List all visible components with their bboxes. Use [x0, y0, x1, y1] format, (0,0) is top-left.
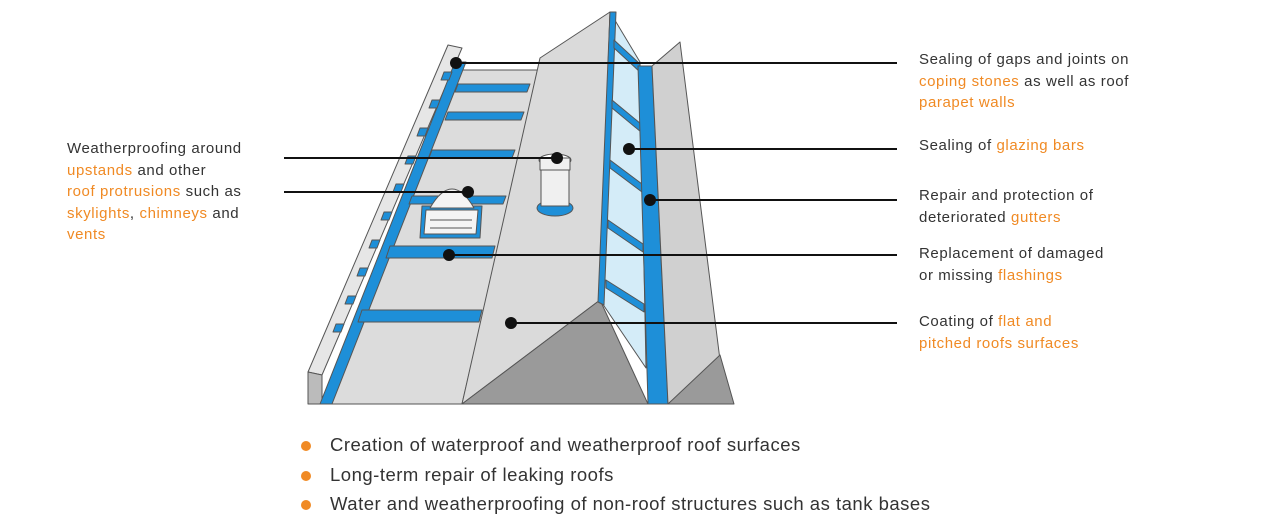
parapet-side [307, 371, 323, 405]
callout-dots [443, 57, 656, 329]
list-item: Long-term repair of leaking roofs [300, 460, 930, 490]
coping-stones [332, 71, 453, 333]
list-item: Water and weatherproofing of non-roof st… [300, 489, 930, 519]
coping-callout: Sealing of gaps and joints on coping sto… [919, 51, 1130, 111]
glazing-bars [597, 11, 645, 313]
coating-callout: Coating of flat and pitched roofs surfac… [919, 313, 1079, 352]
gutters-callout: Repair and protection of deteriorated gu… [919, 187, 1094, 226]
bullet-dot-icon [301, 441, 311, 451]
protrusions-callout: Weatherproofing around upstands and othe… [67, 140, 242, 243]
flashings-callout: Replacement of damaged or missing flashi… [919, 245, 1104, 284]
list-item: Creation of waterproof and weatherproof … [300, 430, 930, 460]
flashing-stripes [357, 83, 531, 323]
leader-lines [284, 62, 897, 324]
pitched-roof-shadow [461, 299, 649, 405]
right-gable-shadow [667, 354, 735, 405]
benefits-list: Creation of waterproof and weatherproof … [300, 430, 930, 519]
bullet-dot-icon [301, 500, 311, 510]
bullet-dot-icon [301, 470, 311, 481]
glazing-callout: Sealing of glazing bars [919, 137, 1085, 154]
